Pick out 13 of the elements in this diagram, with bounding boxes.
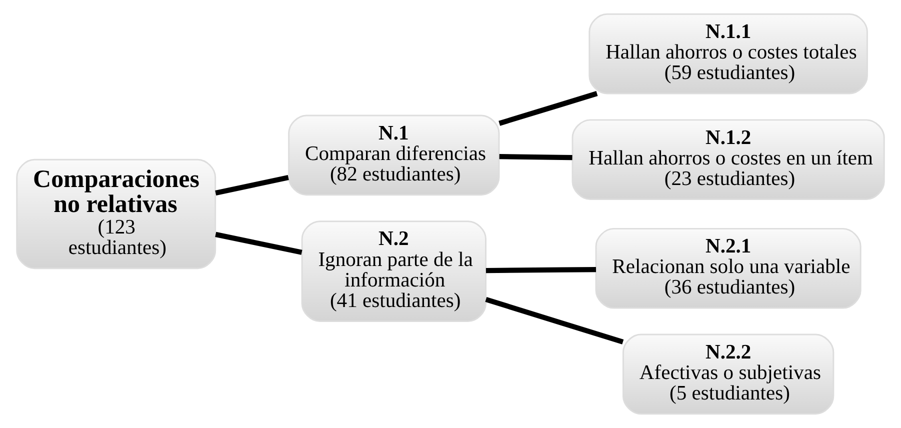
connector [215, 174, 289, 196]
node-box: Comparaciones no relativas (123 estudiantes) [16, 158, 216, 270]
connector [499, 154, 572, 160]
connector [486, 266, 596, 274]
node-box: N.1.1 Hallan ahorros o costes totales (59 estudiantes) [588, 13, 868, 94]
connector [485, 296, 624, 344]
connector [215, 232, 302, 255]
node-box: N.2.2 Afectivas o subjetivas (5 estudiantes) [622, 334, 834, 415]
connector [498, 91, 598, 126]
node-box: N.2.1 Relacionan solo una variable (36 estudiantes) [595, 228, 862, 309]
node-box: N.1 Comparan diferencias (82 estudiantes) [288, 114, 500, 196]
node-box: N.2 Ignoran parte de la información (41 estudiantes) [301, 220, 487, 322]
node-box: N.1.2 Hallan ahorros o costes en un ítem (23 estudiantes) [572, 119, 885, 200]
